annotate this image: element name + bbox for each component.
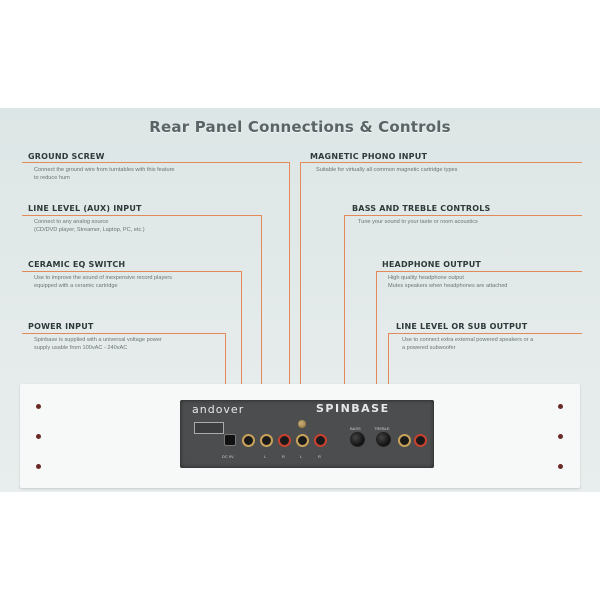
bass-knob[interactable] — [350, 432, 365, 447]
leader-line — [300, 162, 582, 163]
callout-ceramic-eq: CERAMIC EQ SWITCH Use to improve the sou… — [28, 260, 172, 290]
desc-line: Use to improve the sound of inexpensive … — [34, 275, 173, 281]
treble-knob[interactable] — [376, 432, 391, 447]
phono-input-right-jack[interactable] — [314, 434, 327, 447]
ceramic-eq-switch[interactable] — [194, 422, 224, 434]
desc-line: to reduce hum — [34, 175, 70, 181]
callout-headphone: HEADPHONE OUTPUT High quality headphone … — [382, 260, 507, 290]
rack-hole — [36, 464, 41, 469]
leader-line — [22, 162, 290, 163]
callout-head: BASS AND TREBLE CONTROLS — [352, 204, 491, 213]
callout-head: HEADPHONE OUTPUT — [382, 260, 482, 269]
leader-line — [22, 271, 242, 272]
callout-desc: Tune your sound to your taste or room ac… — [358, 218, 491, 226]
jack-label: R — [318, 454, 321, 459]
ceramic-eq-jack[interactable] — [242, 434, 255, 447]
leader-line — [344, 215, 345, 431]
aux-input-right-jack[interactable] — [278, 434, 291, 447]
leader-line — [344, 215, 582, 216]
callout-desc: Spinbase is supplied with a universal vo… — [34, 336, 162, 352]
rack-hole — [558, 404, 563, 409]
desc-line: Suitable for virtually all common magnet… — [316, 167, 458, 173]
leader-line — [300, 162, 301, 430]
knob-label: TREBLE — [374, 426, 390, 431]
leader-line — [289, 162, 290, 406]
leader-line — [261, 215, 262, 427]
line-sub-output-jack[interactable] — [414, 434, 427, 447]
desc-line: Connect to any analog source — [34, 219, 109, 225]
leader-line — [225, 333, 226, 433]
phono-input-left-jack[interactable] — [296, 434, 309, 447]
callout-magnetic-phono: MAGNETIC PHONO INPUT Suitable for virtua… — [310, 152, 457, 174]
leader-line — [376, 271, 582, 272]
desc-line: Mutes speakers when headphones are attac… — [388, 283, 508, 289]
jack-label: L — [264, 454, 267, 459]
rack-hole — [36, 434, 41, 439]
callout-head: MAGNETIC PHONO INPUT — [310, 152, 428, 161]
scene: Rear Panel Connections & Controls GROUND… — [0, 108, 600, 492]
desc-line: (CD/DVD player, Streamer, Laptop, PC, et… — [34, 227, 145, 233]
callout-power-input: POWER INPUT Spinbase is supplied with a … — [28, 322, 162, 352]
callout-bass-treble: BASS AND TREBLE CONTROLS Tune your sound… — [352, 204, 491, 226]
callout-desc: Use to connect extra external powered sp… — [402, 336, 533, 352]
callout-desc: Suitable for virtually all common magnet… — [316, 166, 457, 174]
callout-desc: Connect to any analog source (CD/DVD pla… — [34, 218, 145, 234]
device-chassis: andover SPINBASE DC 9V L R L R BASS TREB… — [20, 384, 580, 488]
rack-hole — [36, 404, 41, 409]
desc-line: Spinbase is supplied with a universal vo… — [34, 337, 162, 343]
jack-label: R — [282, 454, 285, 459]
brand-logo: andover — [192, 403, 245, 416]
leader-line — [376, 271, 377, 431]
callout-head: CERAMIC EQ SWITCH — [28, 260, 126, 269]
desc-line: equipped with a ceramic cartridge — [34, 283, 118, 289]
callout-head: LINE LEVEL (AUX) INPUT — [28, 204, 142, 213]
aux-input-left-jack[interactable] — [260, 434, 273, 447]
power-input-socket[interactable] — [224, 434, 236, 446]
callout-line-sub-out: LINE LEVEL OR SUB OUTPUT Use to connect … — [396, 322, 533, 352]
callout-ground-screw: GROUND SCREW Connect the ground wire fro… — [28, 152, 175, 182]
callout-desc: Use to improve the sound of inexpensive … — [34, 274, 172, 290]
model-logo: SPINBASE — [316, 402, 390, 415]
ground-screw[interactable] — [298, 420, 306, 428]
leader-line — [22, 333, 226, 334]
leader-line — [388, 333, 389, 433]
callout-head: LINE LEVEL OR SUB OUTPUT — [396, 322, 528, 331]
headphone-output-jack[interactable] — [398, 434, 411, 447]
desc-line: High quality headphone output — [388, 275, 464, 281]
desc-line: Connect the ground wire from turntables … — [34, 167, 175, 173]
leader-line — [241, 271, 242, 411]
leader-line — [22, 215, 262, 216]
callout-desc: Connect the ground wire from turntables … — [34, 166, 175, 182]
knob-label: BASS — [350, 426, 361, 431]
rack-hole — [558, 464, 563, 469]
desc-line: Tune your sound to your taste or room ac… — [358, 219, 478, 225]
rack-hole — [558, 434, 563, 439]
jack-label: L — [300, 454, 303, 459]
callout-head: GROUND SCREW — [28, 152, 105, 161]
callout-head: POWER INPUT — [28, 322, 94, 331]
leader-line — [388, 333, 582, 334]
desc-line: Use to connect extra external powered sp… — [402, 337, 534, 343]
power-label: DC 9V — [222, 454, 234, 459]
rear-panel: andover SPINBASE DC 9V L R L R BASS TREB… — [180, 400, 434, 468]
callout-desc: High quality headphone output Mutes spea… — [388, 274, 507, 290]
page-title: Rear Panel Connections & Controls — [149, 118, 451, 136]
desc-line: supply usable from 100vAC - 240vAC — [34, 345, 128, 351]
callout-line-level-aux: LINE LEVEL (AUX) INPUT Connect to any an… — [28, 204, 145, 234]
desc-line: a powered subwoofer — [402, 345, 456, 351]
